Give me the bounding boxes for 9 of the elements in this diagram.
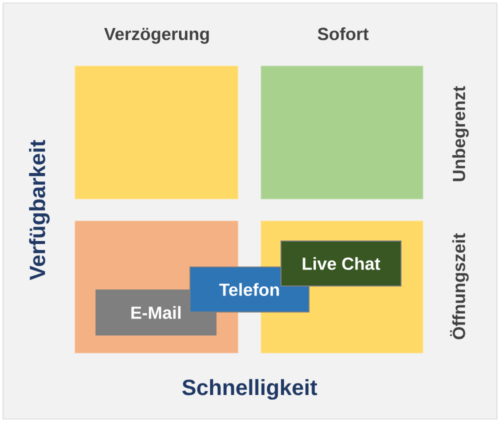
axis-title: Schnelligkeit bbox=[182, 379, 318, 400]
axis-title: Verfügbarkeit bbox=[29, 140, 50, 280]
quadrant-box bbox=[260, 66, 424, 200]
channel-box: Live Chat bbox=[280, 240, 402, 286]
row-header: Öffnungszeit bbox=[450, 233, 469, 340]
row-header: Unbegrenzt bbox=[452, 86, 469, 182]
column-header: Sofort bbox=[318, 27, 369, 40]
column-header: Verzögerung bbox=[104, 28, 209, 44]
quadrant-box bbox=[74, 66, 238, 200]
